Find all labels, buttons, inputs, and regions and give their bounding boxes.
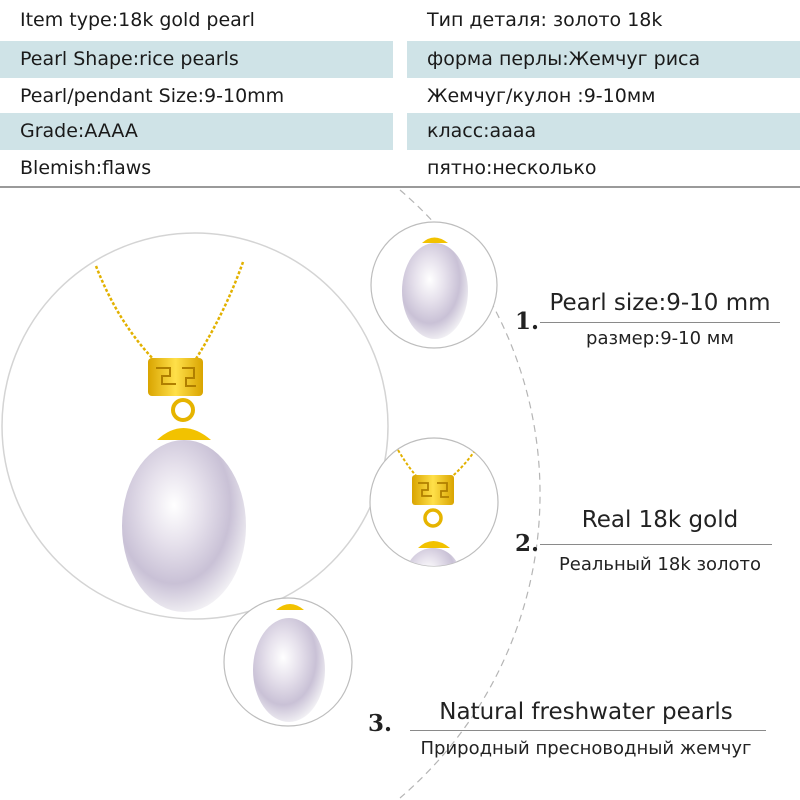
spec-en: Item type:18k gold pearl [20,9,255,31]
spec-en: Pearl/pendant Size:9-10mm [20,85,285,107]
spec-row: Pearl/pendant Size:9-10mm Жемчуг/кулон :… [0,78,800,115]
feature-divider [410,730,766,731]
spec-en: Pearl Shape:rice pearls [0,41,393,78]
spec-row: Item type:18k gold pearl Тип деталя: зол… [0,2,800,39]
pearl [122,440,246,612]
feature-title: Pearl size:9-10 mm [549,290,771,316]
feature-number: 2. [515,530,540,557]
spec-ru: форма перлы:Жемчуг риса [407,41,800,78]
detail-pearl [253,604,325,722]
spec-table: Item type:18k gold pearl Тип деталя: зол… [0,0,800,188]
bail-pattern [156,367,196,387]
main-circle [1,232,389,620]
spec-row: Pearl Shape:rice pearls форма перлы:Жемч… [0,41,800,78]
feature-divider [540,544,772,545]
spec-ru: Тип деталя: золото 18k [427,9,663,31]
spec-en: Blemish:flaws [20,157,152,179]
chain-left [94,265,157,363]
feature-title: Real 18k gold [581,507,739,533]
feature-subtitle: размер:9-10 мм [586,328,734,349]
gold-loop [171,398,195,422]
spec-en: Grade:AAAA [0,113,393,150]
spec-ru: пятно:несколько [427,157,597,179]
spec-ru: класс:аааа [407,113,800,150]
necklace-pendant [94,261,246,612]
spec-row: Grade:AAAA класс:аааа [0,113,800,150]
table-divider [0,186,800,188]
feature-divider [540,322,780,323]
chain-right [192,261,245,363]
detail-gold [397,445,479,566]
product-illustration [1,189,541,799]
feature-title: Natural freshwater pearls [439,699,733,725]
pearl-cap [157,428,211,440]
feature-subtitle: Природный пресноводный жемчуг [420,738,752,759]
detail-pearl [402,237,468,339]
feature-subtitle: Реальный 18k золото [558,554,762,575]
feature-number: 3. [368,710,393,737]
spec-ru: Жемчуг/кулон :9-10мм [427,85,656,107]
spec-row: Blemish:flaws пятно:несколько [0,150,800,187]
feature-number: 1. [515,308,540,335]
